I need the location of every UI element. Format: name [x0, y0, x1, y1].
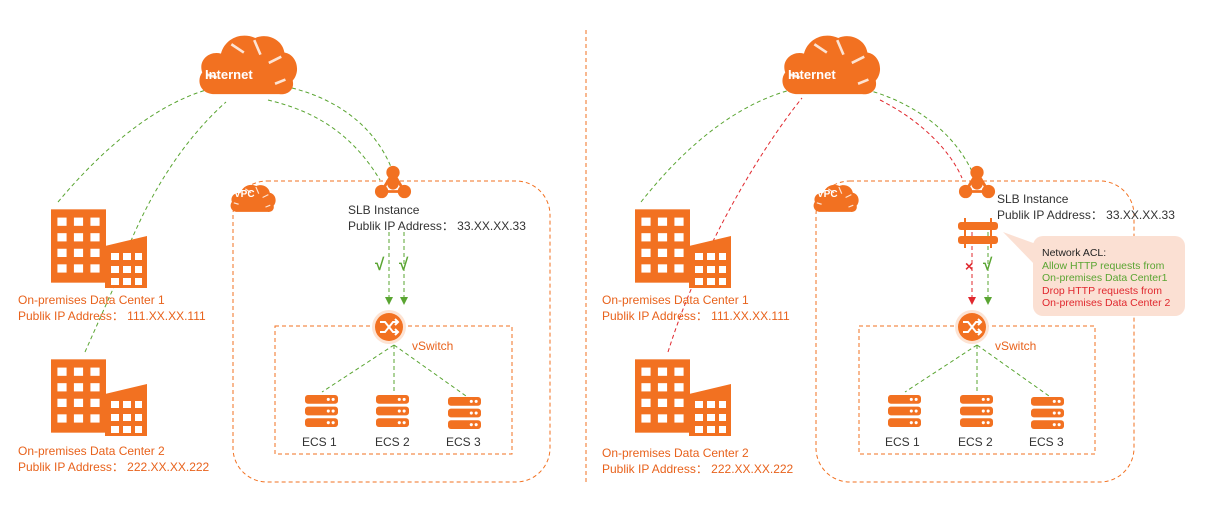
left-vswitch-to-ecs: [321, 344, 467, 397]
left-slb-icon: [374, 164, 412, 200]
left-slb-ip: Publik IP Address： 33.XX.XX.33: [348, 219, 526, 233]
right-internet-cloud-icon: [781, 34, 882, 96]
left-dc2-annex-icon: [105, 384, 147, 436]
right-internet-label: Internet: [788, 67, 836, 82]
left-dc1-annex-icon: [105, 236, 147, 288]
acl-title: Network ACL:: [1042, 247, 1107, 259]
acl-allow-line-2: On-premises Data Center1: [1042, 272, 1168, 284]
right-blocked-mark: ×: [965, 258, 974, 274]
left-slb-name: SLB Instance: [348, 203, 420, 217]
right-dc2-annex-icon: [689, 384, 731, 436]
right-vpc-label: VPC: [817, 189, 838, 200]
right-dc1-annex-icon: [689, 236, 731, 288]
left-internet-label: Internet: [205, 67, 253, 82]
left-vswitch-boundary: [274, 325, 513, 455]
right-ecs2-label: ECS 2: [958, 435, 993, 449]
left-vpc-label: VPC: [234, 189, 255, 200]
right-acl-firewall-icon: [958, 218, 998, 248]
acl-drop-line-2: On-premises Data Center 2: [1042, 297, 1171, 309]
right-blocked-lines: [667, 97, 963, 353]
network-acl-callout: Network ACL: Allow HTTP requests from On…: [1033, 236, 1185, 316]
right-slb-ip: Publik IP Address： 33.XX.XX.33: [997, 208, 1175, 222]
left-dc1-ip: Publik IP Address： 111.XX.XX.111: [18, 309, 206, 323]
left-panel: [51, 34, 551, 483]
left-dc1-name: On-premises Data Center 1: [18, 293, 165, 307]
left-ecs3-server-icon: [448, 397, 481, 430]
right-dc2-ip: Publik IP Address： 222.XX.XX.222: [602, 462, 794, 476]
left-dc1-building-icon: [51, 209, 106, 283]
right-dc1-ip: Publik IP Address： 111.XX.XX.111: [602, 309, 790, 323]
right-dc1-building-icon: [635, 209, 690, 283]
right-panel: [635, 34, 1135, 483]
left-check-dc1: √: [375, 255, 385, 274]
left-dc2-name: On-premises Data Center 2: [18, 444, 165, 458]
right-vswitch-to-ecs: [904, 344, 1050, 397]
left-slb-to-vswitch: [385, 232, 408, 305]
left-ecs3-label: ECS 3: [446, 435, 481, 449]
left-dc2-building-icon: [51, 359, 106, 433]
right-ecs2-server-icon: [960, 395, 993, 428]
left-vswitch-icon: [371, 309, 407, 345]
right-ecs3-server-icon: [1031, 397, 1064, 430]
right-vswitch-icon: [954, 309, 990, 345]
right-slb-name: SLB Instance: [997, 192, 1069, 206]
right-dc1-name: On-premises Data Center 1: [602, 293, 749, 307]
left-ecs1-server-icon: [305, 395, 338, 428]
right-ecs1-server-icon: [888, 395, 921, 428]
right-dc2-name: On-premises Data Center 2: [602, 446, 749, 460]
left-ecs2-server-icon: [376, 395, 409, 428]
right-dc2-building-icon: [635, 359, 690, 433]
left-vswitch-label: vSwitch: [412, 339, 454, 353]
left-dc2-ip: Publik IP Address： 222.XX.XX.222: [18, 460, 210, 474]
left-connection-lines: [57, 87, 396, 353]
acl-allow-line-1: Allow HTTP requests from: [1042, 259, 1165, 272]
acl-callout-pointer: [1003, 232, 1036, 266]
right-ecs1-label: ECS 1: [885, 435, 920, 449]
acl-drop-line-1: Drop HTTP requests from: [1042, 284, 1163, 297]
left-ecs2-label: ECS 2: [375, 435, 410, 449]
right-slb-icon: [958, 164, 996, 200]
left-internet-cloud-icon: [198, 34, 299, 96]
right-ecs3-label: ECS 3: [1029, 435, 1064, 449]
right-vpc-boundary: [815, 180, 1135, 483]
left-ecs1-label: ECS 1: [302, 435, 337, 449]
right-allowed-lines: [640, 87, 976, 203]
left-check-dc2: √: [399, 255, 409, 274]
right-allowed-mark: √: [983, 255, 993, 274]
right-vswitch-label: vSwitch: [995, 339, 1037, 353]
